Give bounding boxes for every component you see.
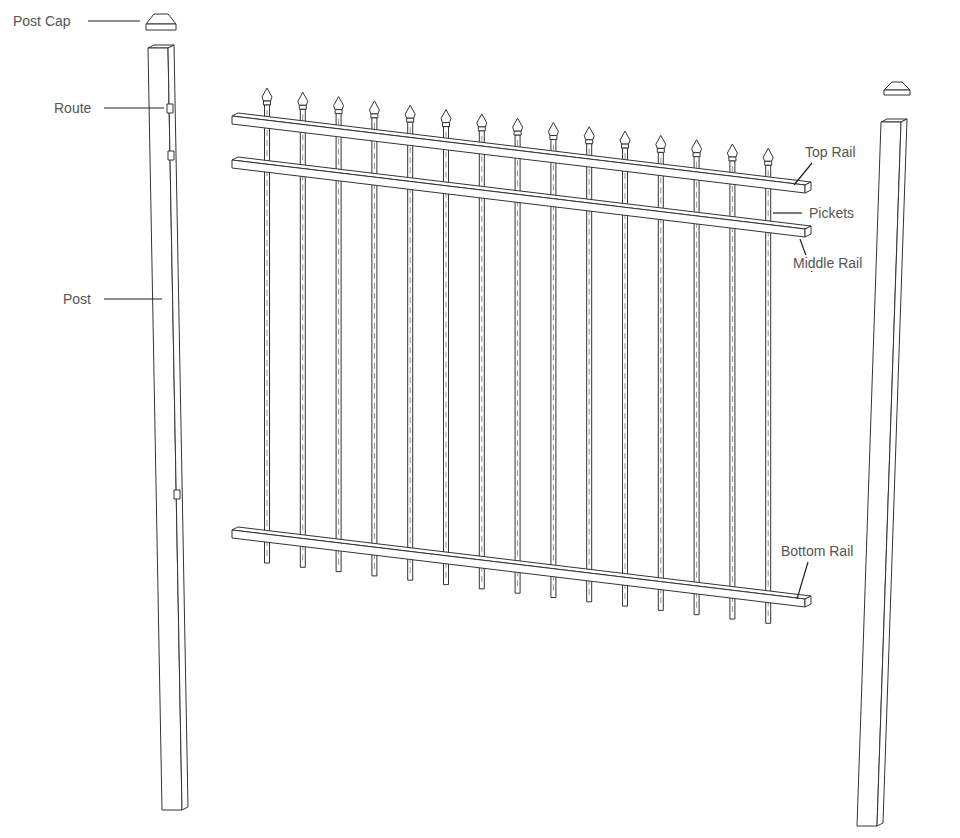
post (857, 119, 907, 826)
cap-base (146, 24, 176, 30)
middle-rail (232, 157, 811, 237)
part-label: Middle Rail (792, 255, 863, 271)
rail-front (232, 116, 805, 193)
picket (548, 123, 558, 598)
route-hole (167, 104, 173, 113)
cap-base (884, 90, 910, 95)
cap-top (884, 82, 910, 90)
route-hole (168, 151, 174, 160)
rail-front (232, 530, 805, 607)
part-label: Post (62, 291, 92, 307)
leader-line (88, 20, 140, 21)
post (148, 45, 188, 810)
picket (656, 135, 666, 610)
picket (262, 88, 272, 563)
rail-end (805, 226, 811, 237)
picket (692, 140, 702, 615)
post-cap (146, 14, 176, 30)
picket (727, 144, 737, 619)
picket (477, 114, 487, 589)
cap-top (146, 14, 176, 24)
rail-top (232, 527, 811, 599)
leader-line (797, 562, 808, 599)
picket (334, 97, 344, 572)
rail-top (232, 157, 811, 229)
part-label: Bottom Rail (780, 543, 854, 559)
picket (513, 118, 523, 593)
picket (405, 105, 415, 580)
route-hole (174, 490, 180, 499)
top-rail (232, 113, 811, 193)
post-side (168, 45, 188, 810)
leader-line (104, 107, 164, 108)
picket (298, 92, 308, 567)
leader-line (773, 212, 802, 213)
post-cap (884, 82, 910, 95)
picket (441, 110, 451, 585)
rail-end (805, 182, 811, 193)
leader-line (794, 163, 812, 185)
picket (763, 148, 773, 623)
part-label: Pickets (808, 205, 855, 221)
leader-line (104, 298, 162, 299)
part-label: Post Cap (12, 13, 72, 29)
rail-end (805, 596, 811, 607)
rail-front (232, 160, 805, 237)
picket (369, 101, 379, 576)
picket (620, 131, 630, 606)
part-label: Route (53, 100, 92, 116)
post-side (877, 119, 907, 826)
picket (584, 127, 594, 602)
part-label: Top Rail (804, 144, 857, 160)
bottom-rail (232, 527, 811, 607)
